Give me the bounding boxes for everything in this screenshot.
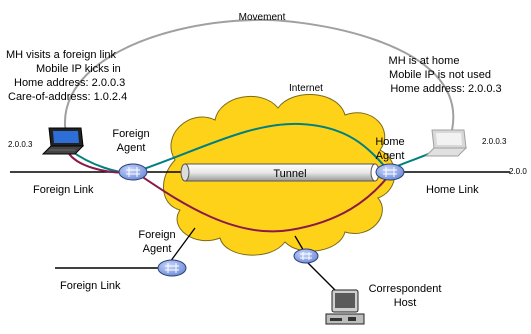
- foreign-agent-2-label-1: Foreign: [138, 229, 175, 241]
- router-foreign-agent-1: [118, 163, 148, 181]
- laptop-right-icon: [424, 129, 468, 157]
- router-home-agent: [375, 163, 405, 181]
- foreign-note-line4: Care-of-address: 1.0.2.4: [8, 91, 127, 103]
- correspondent-label-1: Correspondent: [369, 283, 442, 295]
- desktop-computer-icon: [325, 289, 365, 325]
- home-link-label: Home Link: [426, 184, 479, 196]
- home-note-line2: Mobile IP is not used: [389, 69, 491, 81]
- tunnel-label: Tunnel: [273, 168, 306, 180]
- fa2-connector: [169, 227, 196, 263]
- router-foreign-agent-2: [157, 259, 187, 277]
- correspondent-label-2: Host: [394, 297, 417, 309]
- foreign-agent-1-label-2: Agent: [117, 142, 146, 154]
- foreign-agent-2-label-2: Agent: [143, 243, 172, 255]
- home-note-line1: MH is at home: [389, 55, 460, 67]
- foreign-agent-1-label-1: Foreign: [112, 128, 149, 140]
- right-host-address: 2.0.0.3: [482, 137, 507, 146]
- home-link-edge-address: 2.0.0: [509, 167, 527, 176]
- router-correspondent: [293, 248, 319, 264]
- internet-label: Internet: [289, 83, 323, 94]
- foreign-link-1-label: Foreign Link: [33, 184, 94, 196]
- foreign-note-line2: Mobile IP kicks in: [36, 63, 121, 75]
- laptop-left-icon: [41, 127, 85, 155]
- foreign-link-2-label: Foreign Link: [60, 280, 121, 292]
- left-host-address: 2.0.0.3: [8, 140, 33, 149]
- ch-host-connector: [306, 261, 336, 291]
- maroon-return-path: [134, 171, 391, 233]
- home-note-line3: Home address: 2.0.0.3: [390, 83, 501, 95]
- foreign-note-line3: Home address: 2.0.0.3: [14, 77, 125, 89]
- home-agent-label-2: Agent: [376, 150, 405, 162]
- movement-arc: [59, 18, 455, 151]
- movement-label: Movement: [239, 12, 286, 23]
- home-agent-label-1: Home: [375, 136, 404, 148]
- foreign-note-line1: MH visits a foreign link: [6, 49, 117, 61]
